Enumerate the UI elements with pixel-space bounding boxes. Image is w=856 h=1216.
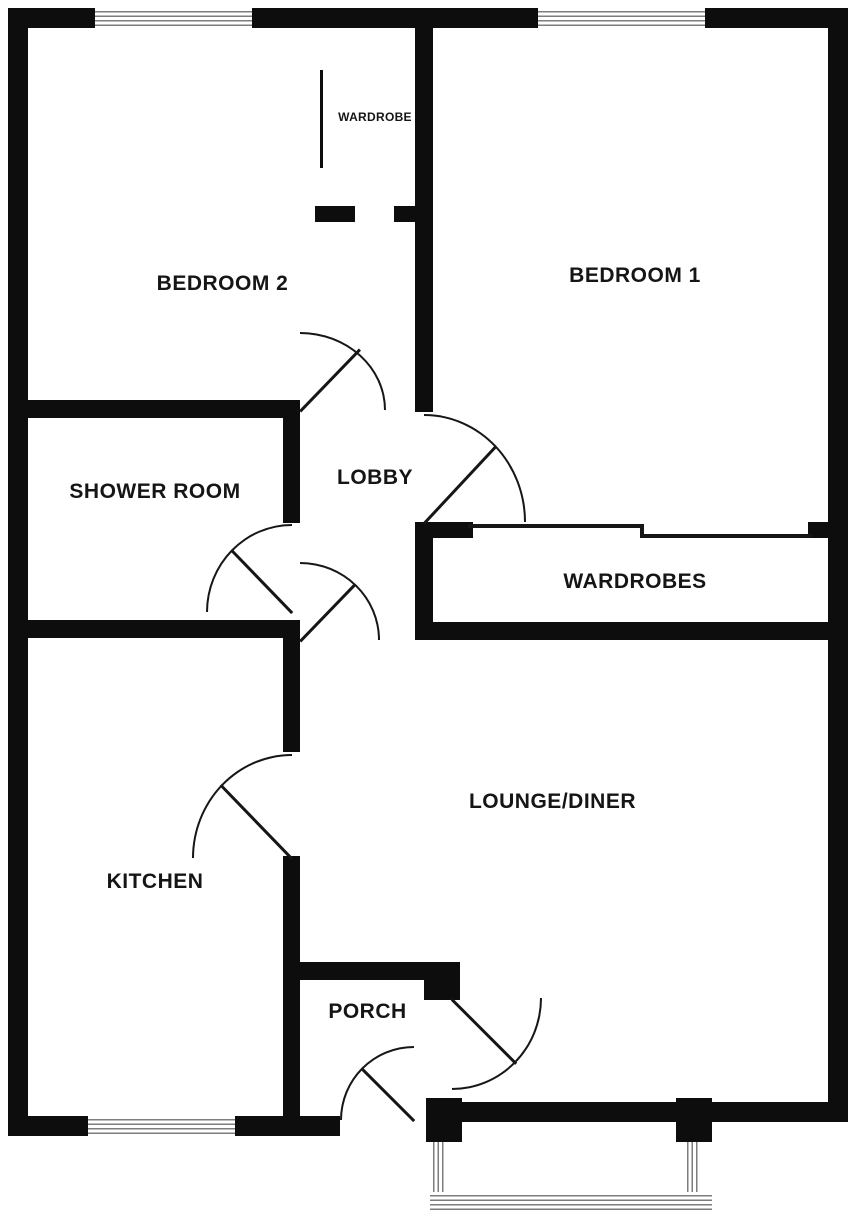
wall-shower-right [283,400,300,523]
room-label-kitchen: KITCHEN [106,870,204,893]
wall-bedroom2-shower-divider [28,400,295,418]
wall-closet-stub-left [315,206,355,222]
room-label-shower-room: SHOWER ROOM [69,480,241,503]
wall-right [828,8,848,1122]
wall-bottom-right [430,1102,848,1122]
room-label-bedroom2: BEDROOM 2 [156,272,289,295]
wall-kitchen-right-upper [283,638,300,752]
wall-wardrobes-stub-left [433,522,473,538]
sliding-door-track-right [640,534,812,538]
window-bay-right [684,1142,700,1192]
room-label-wardrobes: WARDROBES [563,570,707,593]
window-bay-bottom [430,1192,712,1210]
wardrobe-door-line [320,70,323,168]
window-top-left [95,8,252,28]
room-label-lobby: LOBBY [337,466,413,489]
wall-porch-top [300,962,428,980]
window-bottom-left [88,1116,235,1136]
wall-closet-stub-right [394,206,433,222]
window-top-right [538,8,705,28]
sliding-door-tick [640,524,644,538]
wall-pier-left [426,1098,462,1142]
room-label-porch: PORCH [328,1000,407,1023]
room-label-lounge-diner: LOUNGE/DINER [468,790,636,813]
window-bay-left [430,1142,446,1192]
room-label-wardrobe: WARDROBE [338,110,412,124]
wall-wardrobes-bottom [415,622,848,640]
sliding-door-track-left [468,524,643,528]
wall-wardrobes-stub-right [808,522,828,538]
wall-porch-block [424,962,460,1000]
wall-wardrobes-left [415,522,433,640]
wall-shower-kitchen-divider [28,620,300,638]
room-label-bedroom1: BEDROOM 1 [569,264,701,287]
wall-left [8,8,28,1136]
wall-kitchen-right-lower [283,856,300,1136]
wall-pier-right [676,1098,712,1142]
